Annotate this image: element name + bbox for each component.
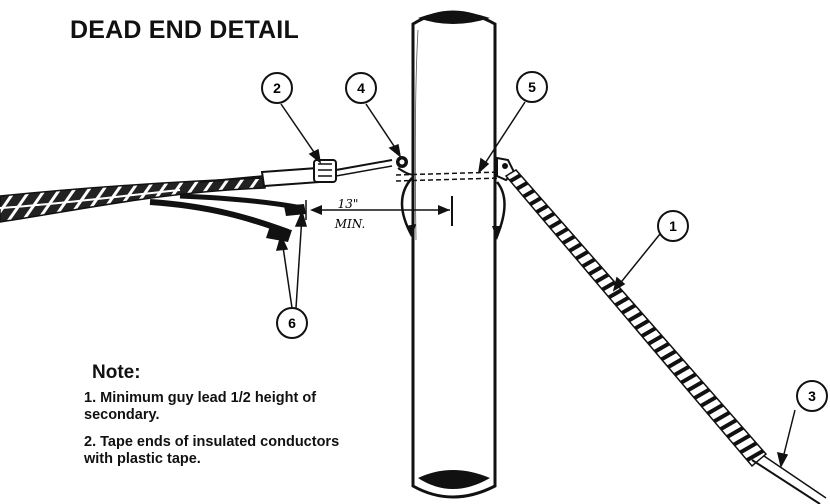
callout-leaders <box>275 101 796 469</box>
svg-text:1: 1 <box>669 218 677 234</box>
svg-text:3: 3 <box>808 388 816 404</box>
callout-3: 3 <box>796 380 828 412</box>
eye-bolt <box>396 156 414 176</box>
callout-6: 6 <box>276 307 308 339</box>
callout-5: 5 <box>516 71 548 103</box>
callout-1: 1 <box>657 210 689 242</box>
dimension-value: 13" <box>338 197 359 211</box>
guy-wire <box>504 169 827 504</box>
svg-text:5: 5 <box>528 79 536 95</box>
svg-text:6: 6 <box>288 315 296 331</box>
page-title: DEAD END DETAIL <box>70 16 299 44</box>
svg-text:4: 4 <box>357 80 365 96</box>
callout-2: 2 <box>261 72 293 104</box>
dimension-qualifier: MIN. <box>334 217 366 231</box>
note-item: 1. Minimum guy lead 1/2 height of second… <box>84 390 317 423</box>
insulated-conductors <box>149 193 306 242</box>
dimension-line <box>305 196 453 226</box>
pole-bracket <box>400 177 506 240</box>
callout-4: 4 <box>345 72 377 104</box>
secondary-cable-bundle <box>0 177 266 223</box>
note-item: 2. Tape ends of insulated conductors wit… <box>84 434 340 467</box>
note-heading: Note: <box>92 362 141 383</box>
svg-text:2: 2 <box>273 80 281 96</box>
utility-pole <box>411 10 497 499</box>
dead-end-clamp <box>313 159 393 183</box>
through-bolt <box>395 171 501 182</box>
